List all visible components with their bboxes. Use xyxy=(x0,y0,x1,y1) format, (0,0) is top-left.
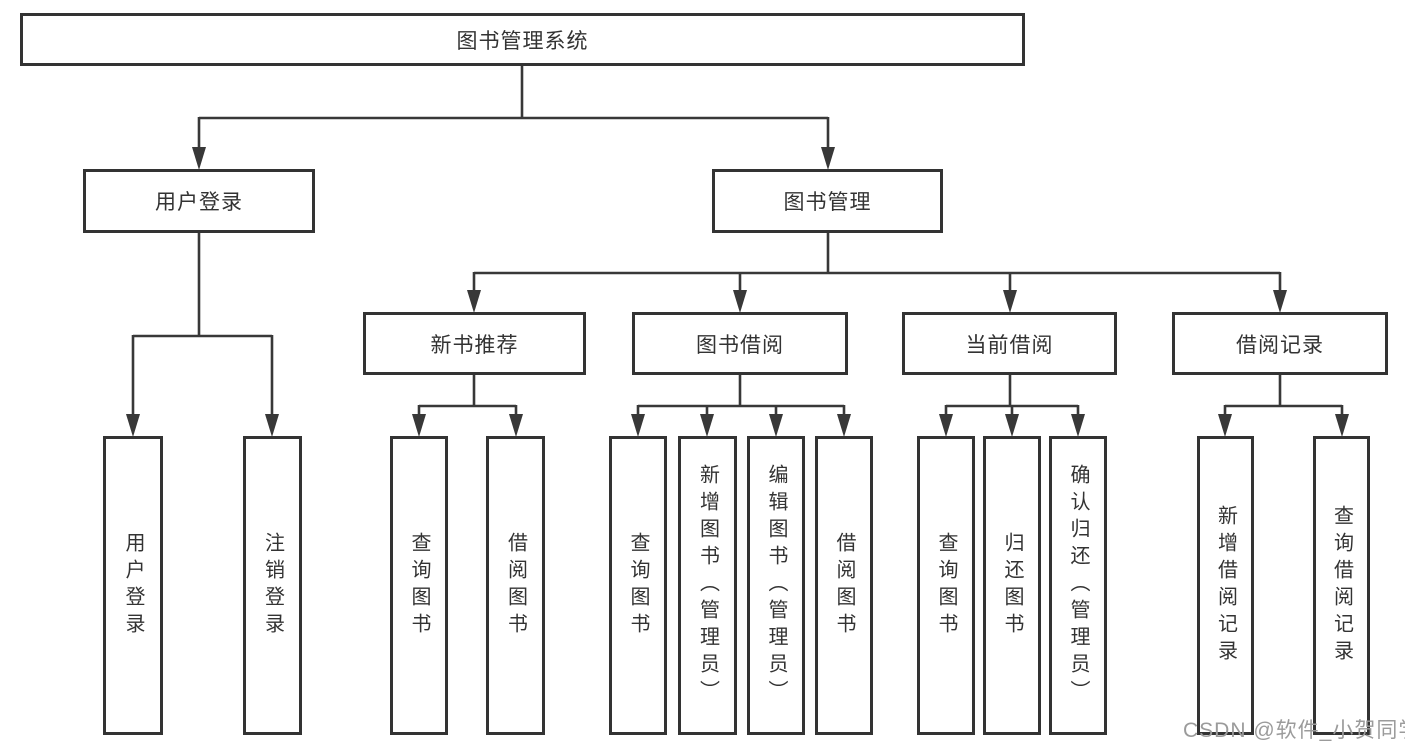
leaf-borrow-query-books: 查询图书 xyxy=(609,436,667,735)
node-book-management: 图书管理 xyxy=(712,169,943,233)
leaf-user-login-label: 用户登录 xyxy=(122,531,144,640)
node-book-borrowing-label: 图书借阅 xyxy=(696,333,784,357)
leaf-current-query-books-label: 查询图书 xyxy=(935,531,957,640)
leaf-records-add-record: 新增借阅记录 xyxy=(1197,436,1254,735)
leaf-borrow-query-books-label: 查询图书 xyxy=(627,531,649,640)
node-root-label: 图书管理系统 xyxy=(456,29,589,53)
leaf-current-return-books-label: 归还图书 xyxy=(1001,531,1023,640)
leaf-current-query-books: 查询图书 xyxy=(917,436,975,735)
leaf-current-confirm-return-admin-label: 确认归还（管理员） xyxy=(1067,464,1089,707)
leaf-newbooks-borrow-books-label: 借阅图书 xyxy=(504,531,527,640)
node-new-book-recommend-label: 新书推荐 xyxy=(430,333,519,357)
node-borrowing-records: 借阅记录 xyxy=(1172,312,1388,375)
node-borrowing-records-label: 借阅记录 xyxy=(1236,333,1324,357)
node-new-book-recommend: 新书推荐 xyxy=(363,312,586,375)
node-user-login: 用户登录 xyxy=(83,169,315,233)
leaf-records-query-record: 查询借阅记录 xyxy=(1313,436,1370,735)
leaf-logout: 注销登录 xyxy=(243,436,302,735)
node-current-borrowing: 当前借阅 xyxy=(902,312,1117,375)
leaf-borrow-borrow-books-label: 借阅图书 xyxy=(833,531,855,640)
leaf-borrow-add-books-admin: 新增图书（管理员） xyxy=(678,436,737,735)
leaf-records-add-record-label: 新增借阅记录 xyxy=(1214,504,1237,667)
node-root: 图书管理系统 xyxy=(20,13,1025,66)
leaf-borrow-edit-books-admin-label: 编辑图书（管理员） xyxy=(765,464,787,707)
leaf-borrow-borrow-books: 借阅图书 xyxy=(815,436,873,735)
node-user-login-label: 用户登录 xyxy=(155,191,243,214)
leaf-newbooks-query-books-label: 查询图书 xyxy=(408,531,430,640)
node-book-borrowing: 图书借阅 xyxy=(632,312,848,375)
node-book-management-label: 图书管理 xyxy=(783,191,872,214)
node-current-borrowing-label: 当前借阅 xyxy=(965,333,1054,357)
leaf-borrow-edit-books-admin: 编辑图书（管理员） xyxy=(747,436,805,735)
leaf-user-login: 用户登录 xyxy=(103,436,163,735)
leaf-records-query-record-label: 查询借阅记录 xyxy=(1330,504,1353,667)
leaf-current-return-books: 归还图书 xyxy=(983,436,1041,735)
connector-arrowheads xyxy=(126,147,1349,437)
leaf-borrow-add-books-admin-label: 新增图书（管理员） xyxy=(696,464,719,707)
csdn-watermark: CSDN @软件_小贺同学 xyxy=(1183,719,1405,742)
leaf-logout-label: 注销登录 xyxy=(261,531,284,640)
leaf-newbooks-borrow-books: 借阅图书 xyxy=(486,436,545,735)
leaf-current-confirm-return-admin: 确认归还（管理员） xyxy=(1049,436,1107,735)
leaf-newbooks-query-books: 查询图书 xyxy=(390,436,448,735)
